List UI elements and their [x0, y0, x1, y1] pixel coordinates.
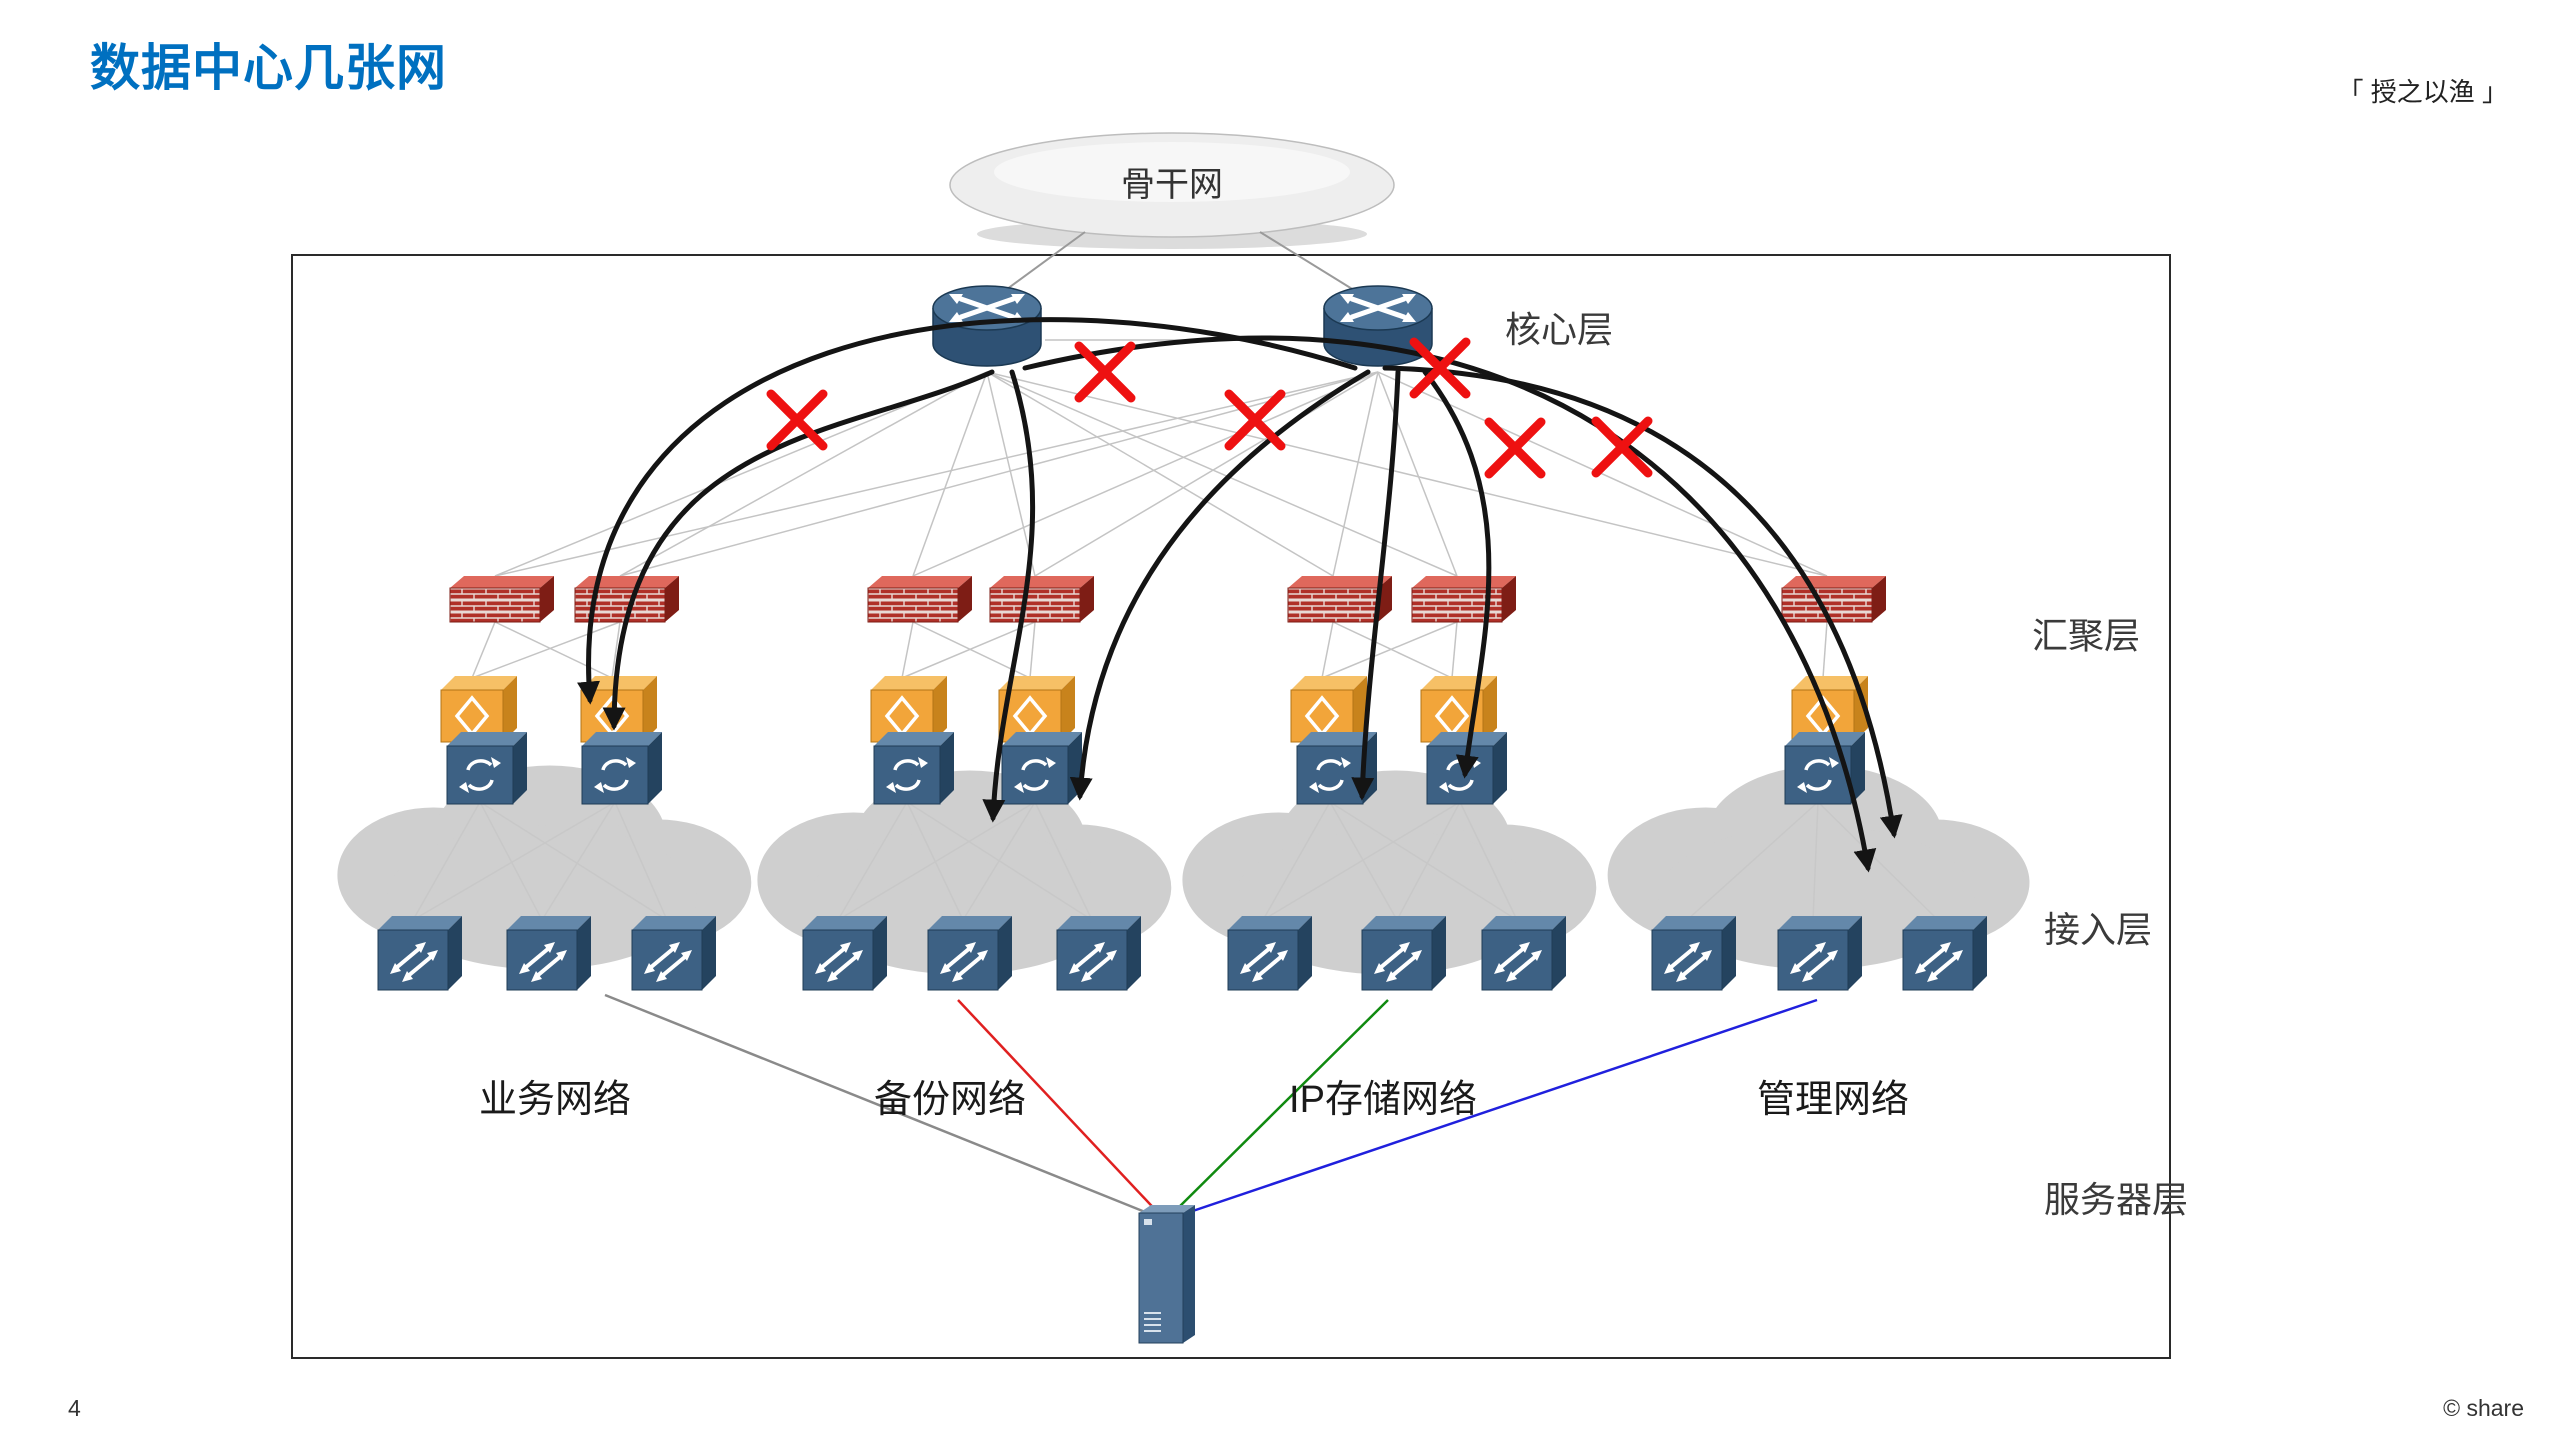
broken-link-x-icon	[1229, 394, 1281, 446]
layer-labels: 核心层 汇聚层 接入层 服务器层	[1505, 309, 2188, 1220]
access-switch-icon	[1650, 914, 1738, 992]
core-to-aggregation-links	[494, 339, 1828, 577]
aggregation-switches	[445, 730, 1867, 806]
access-switch-icon	[376, 914, 464, 992]
access-switch-icon	[801, 914, 889, 992]
backbone-cloud: 骨干网	[949, 132, 1395, 301]
label-storage-network: IP存储网络	[1289, 1079, 1477, 1121]
firewall-icon	[867, 575, 973, 623]
server-uplinks	[604, 993, 1818, 1220]
aggregation-switch-icon	[445, 730, 529, 806]
link-management	[1171, 998, 1818, 1220]
broken-link-x-icon	[1596, 421, 1648, 473]
aggregation-switch-icon	[872, 730, 956, 806]
access-switch-icon	[1226, 914, 1314, 992]
firewall-icon	[1781, 575, 1887, 623]
label-server-layer: 服务器层	[2044, 1179, 2188, 1220]
access-switch-icon	[1360, 914, 1448, 992]
broken-link-x-icon	[1489, 422, 1541, 474]
access-switch-icon	[926, 914, 1014, 992]
link-backup	[957, 999, 1164, 1219]
access-switch-icon	[1776, 914, 1864, 992]
firewall-to-optimizer-links	[471, 621, 1828, 679]
network-labels: 业务网络 备份网络 IP存储网络 管理网络	[479, 1079, 1909, 1121]
aggregation-switch-icon	[580, 730, 664, 806]
firewall-icon	[1411, 575, 1517, 623]
firewall-icon	[989, 575, 1095, 623]
label-management-network: 管理网络	[1757, 1079, 1909, 1121]
access-switch-icon	[630, 914, 718, 992]
label-aggregation-layer: 汇聚层	[2032, 615, 2140, 656]
access-switch-icon	[1055, 914, 1143, 992]
aggregation-switch-icon	[1000, 730, 1084, 806]
diagram-border	[291, 254, 2171, 1359]
access-switch-icon	[505, 914, 593, 992]
access-switch-icon	[1901, 914, 1989, 992]
firewall-icon	[449, 575, 555, 623]
label-access-layer: 接入层	[2044, 909, 2152, 950]
watermark-text: 「 授之以渔 」	[2337, 77, 2508, 107]
firewalls	[449, 575, 1887, 623]
label-backup-network: 备份网络	[874, 1079, 1026, 1121]
link-business	[604, 993, 1161, 1220]
access-switch-icon	[1480, 914, 1568, 992]
label-core-layer: 核心层	[1505, 309, 1613, 350]
page-title: 数据中心几张网	[90, 40, 447, 96]
label-backbone: 骨干网	[1121, 166, 1223, 204]
server-icon	[1138, 1204, 1196, 1344]
broken-link-marks	[771, 342, 1648, 474]
link-storage	[1167, 999, 1389, 1219]
copyright-text: © share	[2443, 1395, 2524, 1421]
page-number: 4	[68, 1395, 81, 1421]
label-business-network: 业务网络	[479, 1079, 631, 1121]
